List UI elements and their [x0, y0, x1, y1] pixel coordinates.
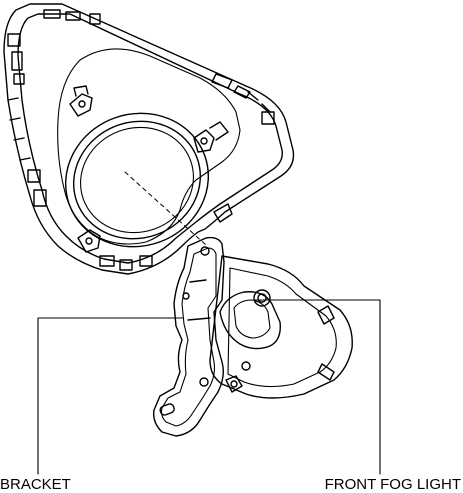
fog-light-callout-line — [254, 299, 381, 475]
fog-light-unit — [209, 255, 353, 399]
bracket-label: BRACKET — [0, 476, 71, 493]
front-fog-light-label: FRONT FOG LIGHT — [324, 476, 461, 493]
callout-lines — [37, 299, 381, 475]
alignment-line — [124, 171, 207, 246]
bracket-callout-line — [37, 317, 184, 475]
fog-light-bezel — [3, 3, 295, 275]
bracket — [152, 236, 225, 437]
